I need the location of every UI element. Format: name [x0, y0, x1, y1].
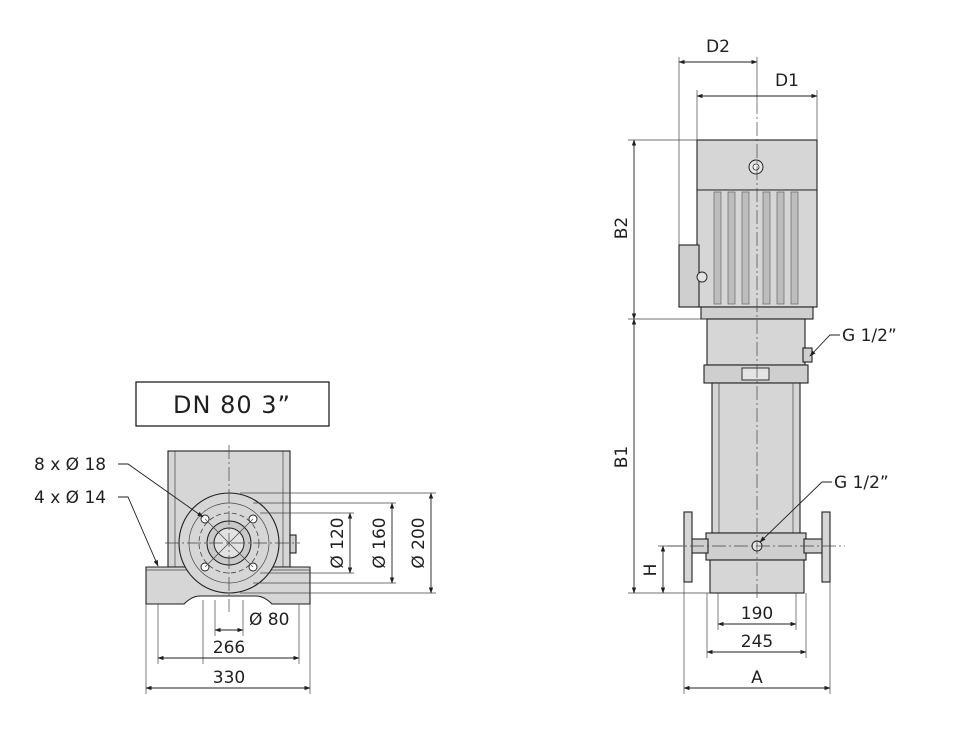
width-245-label: 245: [741, 632, 773, 652]
b2-label: B2: [612, 217, 632, 239]
base-holes-label: 4 x Ø 14: [34, 488, 106, 508]
diameter-dimensions: Ø 120 Ø 160 Ø 200: [240, 492, 436, 594]
width-330-label: 330: [213, 668, 245, 688]
top-dimensions: D2 D1: [678, 37, 818, 245]
bottom-dimensions: 190 245 A: [683, 582, 831, 694]
h-label: H: [641, 564, 661, 577]
dia-200-label: Ø 200: [409, 517, 429, 568]
b1-label: B1: [612, 446, 632, 468]
a-label: A: [751, 668, 763, 688]
g-bottom-label: G 1/2”: [834, 473, 889, 493]
port-callouts: G 1/2” G 1/2”: [759, 326, 897, 543]
pump-column: [711, 382, 801, 534]
motor: [678, 139, 818, 320]
g-top-label: G 1/2”: [842, 326, 897, 346]
d2-label: D2: [706, 37, 730, 57]
flange: [165, 445, 300, 612]
left-view: DN 80 3”: [34, 381, 436, 694]
title-box: DN 80 3”: [135, 381, 330, 427]
title-label: DN 80 3”: [173, 391, 291, 419]
flange-holes-label: 8 x Ø 18: [34, 455, 106, 475]
width-190-label: 190: [741, 604, 773, 624]
hole-callouts: 8 x Ø 18 4 x Ø 14: [34, 455, 204, 567]
dia-120-label: Ø 120: [328, 517, 348, 568]
height-dimensions: B2 B1 H: [612, 139, 710, 594]
pump-head: [703, 318, 813, 384]
right-view: D2 D1 B2 B1 H G 1/2” G 1/2”: [612, 37, 897, 694]
width-266-label: 266: [213, 638, 245, 658]
d1-label: D1: [775, 71, 799, 91]
dia-80-label: Ø 80: [249, 610, 289, 630]
dia-160-label: Ø 160: [370, 517, 390, 568]
width-dimensions: Ø 80 266 330: [145, 600, 311, 694]
